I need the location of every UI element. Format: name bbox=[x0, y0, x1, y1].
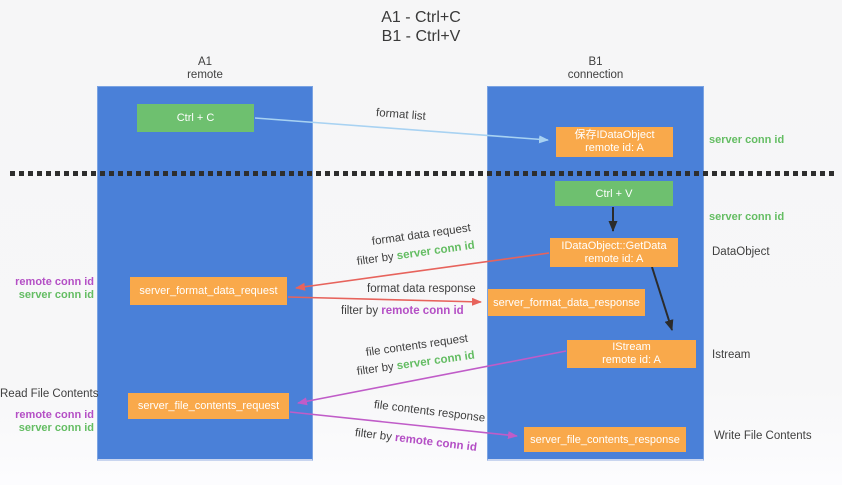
session-divider-dotted-line bbox=[10, 171, 835, 176]
node-save-idataobject: 保存IDataObject remote id: A bbox=[556, 127, 673, 157]
format-list-label: format list bbox=[375, 107, 427, 123]
node-server-file-contents-response: server_file_contents_response bbox=[524, 427, 686, 452]
lane-b-header: B1 connection bbox=[487, 56, 704, 82]
lane-b-id: B1 bbox=[588, 56, 603, 68]
node-ctrl-c-label: Ctrl + C bbox=[176, 112, 215, 124]
right-server-conn-id-label-2: server conn id bbox=[709, 211, 785, 223]
node-istream: IStream remote id: A bbox=[567, 340, 696, 368]
filter-by-text: filter by bbox=[356, 250, 398, 268]
dataobject-label: DataObject bbox=[712, 246, 770, 258]
node-istream-line1: IStream bbox=[612, 341, 651, 353]
format-data-response-filter-label: filter by remote conn id bbox=[341, 305, 464, 317]
node-istream-line2: remote id: A bbox=[602, 354, 661, 366]
node-ctrl-c: Ctrl + C bbox=[137, 104, 254, 132]
node-idataobject-getdata: IDataObject::GetData remote id: A bbox=[550, 238, 678, 267]
lane-a-header: A1 remote bbox=[97, 56, 313, 82]
filter-by-text: filter by bbox=[354, 427, 396, 444]
filter-by-text: filter by bbox=[356, 360, 398, 378]
node-idataobject-getdata-line1: IDataObject::GetData bbox=[561, 239, 667, 252]
node-server-format-data-response-label: server_format_data_response bbox=[493, 296, 640, 309]
node-save-idataobject-line2: remote id: A bbox=[585, 142, 644, 154]
format-data-response-arrow bbox=[287, 296, 482, 306]
diagram-title: A1 - Ctrl+C B1 - Ctrl+V bbox=[0, 8, 842, 46]
title-line-1: A1 - Ctrl+C bbox=[381, 9, 461, 26]
file-contents-response-label: file contents response bbox=[373, 399, 486, 425]
file-contents-response-filter-label: filter by remote conn id bbox=[354, 427, 477, 454]
node-server-file-contents-request-label: server_file_contents_request bbox=[137, 400, 280, 412]
left-remote-conn-id-label-2: remote conn id bbox=[15, 409, 94, 421]
node-idataobject-getdata-line2: remote id: A bbox=[584, 252, 644, 265]
read-file-contents-label: Read File Contents bbox=[0, 388, 99, 400]
node-server-file-contents-response-label: server_file_contents_response bbox=[530, 433, 680, 446]
lane-a-subtitle: remote bbox=[187, 69, 223, 81]
write-file-contents-label: Write File Contents bbox=[714, 430, 812, 442]
lane-b-subtitle: connection bbox=[567, 69, 624, 81]
node-ctrl-v-label: Ctrl + V bbox=[595, 187, 633, 200]
node-ctrl-v: Ctrl + V bbox=[555, 181, 673, 206]
left-remote-conn-id-label-1: remote conn id bbox=[15, 276, 94, 288]
filter-by-text: filter by bbox=[341, 305, 382, 317]
lane-a-id: A1 bbox=[197, 56, 213, 68]
node-server-format-data-request: server_format_data_request bbox=[130, 277, 287, 305]
remote-conn-id-text: remote conn id bbox=[381, 305, 464, 317]
left-server-conn-id-label-2: server conn id bbox=[18, 422, 94, 434]
node-server-format-data-response: server_format_data_response bbox=[488, 289, 645, 316]
format-data-response-label: format data response bbox=[367, 283, 476, 295]
node-save-idataobject-line1: 保存IDataObject bbox=[574, 129, 655, 141]
remote-conn-id-text: remote conn id bbox=[394, 431, 478, 454]
title-line-2: B1 - Ctrl+V bbox=[381, 28, 461, 45]
node-server-format-data-request-label: server_format_data_request bbox=[139, 285, 278, 297]
right-server-conn-id-label-1: server conn id bbox=[709, 134, 785, 146]
istream-label: Istream bbox=[712, 349, 751, 361]
node-server-file-contents-request: server_file_contents_request bbox=[128, 393, 289, 419]
left-server-conn-id-label-1: server conn id bbox=[18, 289, 94, 301]
